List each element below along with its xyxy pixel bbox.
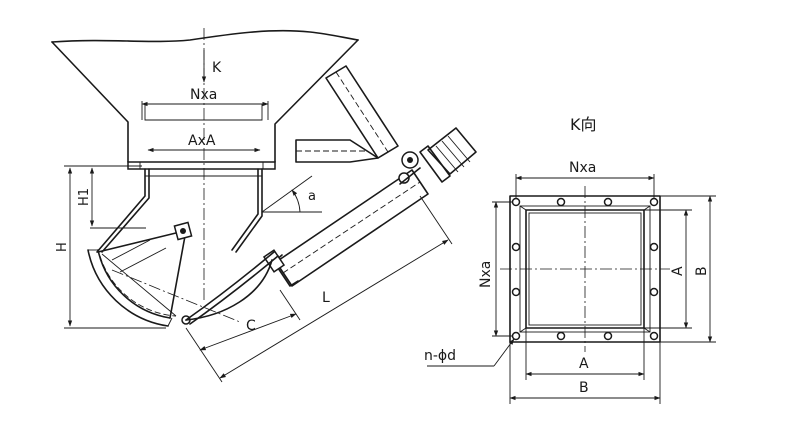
dim-length-c: C bbox=[199, 289, 301, 351]
k-dim-top: Nxa bbox=[515, 160, 655, 198]
actuator bbox=[185, 65, 477, 325]
k-dim-left-label: Nxa bbox=[478, 261, 494, 288]
view-arrow-k: K bbox=[201, 50, 222, 83]
bolt-holes bbox=[511, 197, 659, 341]
view-arrow-label: K bbox=[212, 60, 222, 76]
dim-inner-width: AxA bbox=[147, 133, 261, 153]
dim-heights: H1 H bbox=[55, 165, 166, 329]
valve-body bbox=[87, 168, 263, 327]
k-dim-top-label: Nxa bbox=[569, 160, 596, 176]
top-flange bbox=[127, 161, 276, 170]
holes-label: n-ϕd bbox=[424, 348, 456, 364]
dim-top-width: Nxa bbox=[141, 87, 269, 120]
dim-angle: a bbox=[261, 175, 322, 213]
dim-top-width-label: Nxa bbox=[190, 87, 217, 103]
dim-angle-label: a bbox=[308, 189, 316, 204]
dim-inner-width-label: AxA bbox=[188, 133, 216, 149]
dim-length-c-label: C bbox=[246, 318, 256, 334]
k-dim-inner-width-label: A bbox=[579, 356, 589, 372]
dim-length-l-label: L bbox=[322, 290, 330, 306]
k-view: K向 bbox=[424, 115, 716, 404]
k-dim-bottom: A B bbox=[509, 328, 661, 404]
k-dim-left: Nxa bbox=[478, 201, 512, 337]
dim-h-label: H bbox=[55, 242, 70, 252]
k-dim-right: A B bbox=[644, 195, 716, 343]
side-view: K Nxa AxA H1 H a bbox=[51, 28, 477, 383]
k-dim-outer-height-label: B bbox=[694, 266, 710, 276]
k-dim-inner-height-label: A bbox=[670, 266, 686, 276]
k-view-title: K向 bbox=[570, 115, 597, 134]
dim-h1-label: H1 bbox=[77, 188, 92, 206]
dim-length-l: L bbox=[185, 195, 453, 383]
holes-leader: n-ϕd bbox=[424, 338, 515, 367]
hopper bbox=[51, 29, 359, 163]
k-dim-outer-width-label: B bbox=[579, 380, 589, 396]
